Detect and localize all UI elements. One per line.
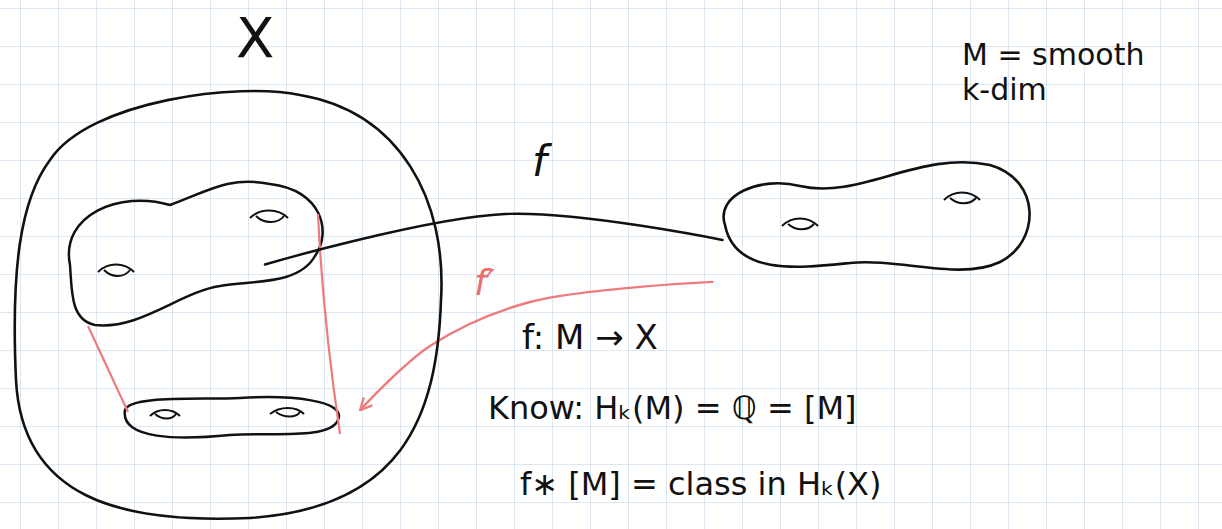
note-line: f: M → X <box>522 318 658 357</box>
map-name: f′ <box>474 262 495 303</box>
map-arrow <box>265 214 723 265</box>
surface-outline <box>69 182 323 326</box>
space-blob: X <box>0 0 460 529</box>
homotopy-line <box>88 326 128 412</box>
note-line: Know: Hₖ(M) = ℚ = [M] <box>488 390 857 427</box>
manifold-blob: M = smooth k-dim <box>700 20 1180 290</box>
surface-hole <box>150 410 180 419</box>
node-heading: M = smooth k-dim <box>962 38 1172 107</box>
blob-outline <box>724 162 1030 269</box>
note-line: f∗ [M] = class in Hₖ(X) <box>520 466 882 503</box>
blob-outline <box>0 0 460 529</box>
surface-outline <box>125 397 339 437</box>
surface-hole <box>98 265 134 277</box>
surface-hole <box>944 193 980 204</box>
surface-hole <box>782 219 818 230</box>
surface-hole <box>270 408 304 417</box>
blob-outline <box>15 91 442 519</box>
surface-hole <box>250 211 288 223</box>
node-heading: X <box>236 6 274 70</box>
map-name: f <box>532 138 547 186</box>
